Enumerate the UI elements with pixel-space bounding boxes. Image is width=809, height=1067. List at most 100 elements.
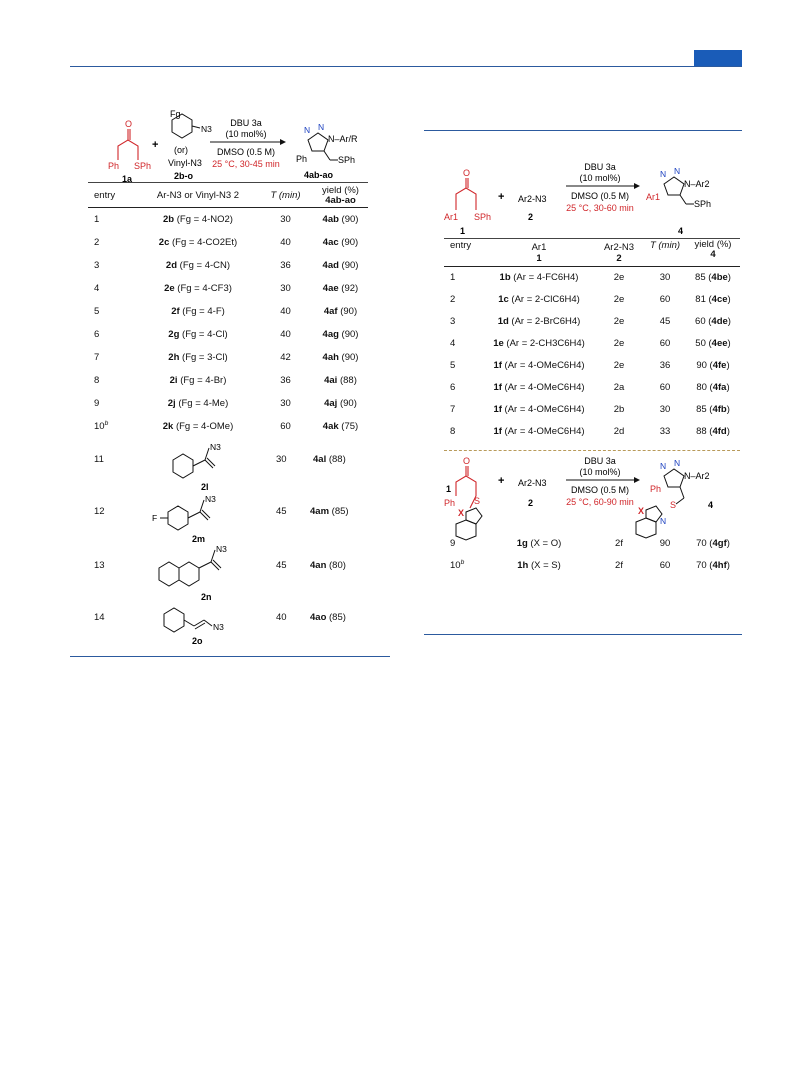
header-yield: yield (%)4ab-ao	[313, 184, 368, 208]
entry-13: 13	[94, 560, 105, 571]
t2-header-time: T (min)	[644, 240, 686, 267]
entry-cell: 8	[94, 375, 100, 386]
entry-cell: 4	[450, 337, 456, 349]
svg-text:Ph: Ph	[444, 498, 455, 508]
azide-cell: 2g (Fg = 4-Cl)	[168, 329, 228, 340]
svg-text:+: +	[498, 475, 504, 487]
time-cell: 33	[659, 425, 671, 437]
svg-text:2: 2	[528, 212, 533, 222]
header-rule	[70, 66, 742, 67]
azide-cell: 2a	[613, 381, 625, 393]
azide-cell: 2j (Fg = 4-Me)	[167, 398, 229, 409]
yield-cell: 90 (4fe)	[696, 359, 730, 371]
svg-text:2n: 2n	[201, 592, 212, 602]
table-row: 6 2g (Fg = 4-Cl) 40 4ag (90)	[88, 323, 368, 346]
svg-text:N3: N3	[213, 622, 224, 632]
yield-cell: 50 (4ee)	[695, 337, 731, 349]
entry-cell: 4	[94, 283, 100, 294]
yield-cell: 4ai (88)	[324, 375, 357, 386]
entry-cell: 1	[450, 271, 456, 283]
time-cell: 36	[280, 260, 291, 271]
time-cell: 30	[659, 403, 671, 415]
time-cell: 60	[659, 293, 671, 305]
x-cell: 1g (X = O)	[516, 537, 562, 549]
svg-text:N: N	[660, 461, 666, 471]
entry-cell: 10b	[450, 558, 465, 572]
svg-text:N: N	[660, 169, 666, 179]
yield-14: 4ao (85)	[310, 612, 346, 623]
yield-cell: 4ac (90)	[322, 237, 359, 248]
svg-text:SPh: SPh	[694, 199, 711, 209]
svg-text:1: 1	[446, 484, 451, 494]
time-cell: 36	[280, 375, 291, 386]
azide-cell: 2b	[613, 403, 625, 415]
ar1-cell: 1f (Ar = 4-OMeC6H4)	[493, 425, 585, 437]
svg-text:(10 mol%): (10 mol%)	[579, 173, 620, 183]
yield-cell: 88 (4fd)	[696, 425, 730, 437]
svg-text:DBU 3a: DBU 3a	[584, 162, 616, 172]
svg-text:N–Ar2: N–Ar2	[684, 471, 710, 481]
catalyst-loading-label: (10 mol%)	[225, 129, 266, 139]
svg-text:4: 4	[678, 226, 683, 236]
table2-header-rule-top	[444, 238, 740, 239]
time-cell: 60	[659, 381, 671, 393]
ar1-cell: 1f (Ar = 4-OMeC6H4)	[493, 403, 585, 415]
yield-cell: 70 (4hf)	[696, 559, 730, 571]
yield-cell: 80 (4fa)	[696, 381, 730, 393]
entry-cell: 6	[94, 329, 100, 340]
entry-14: 14	[94, 612, 105, 623]
svg-text:N: N	[674, 166, 680, 176]
yield-cell: 81 (4ce)	[695, 293, 731, 305]
svg-text:N3: N3	[205, 494, 216, 504]
svg-text:DMSO (0.5 M): DMSO (0.5 M)	[571, 191, 629, 201]
svg-text:(10 mol%): (10 mol%)	[579, 467, 620, 477]
entry-cell: 8	[450, 425, 456, 437]
svg-text:25 °C, 30-60 min: 25 °C, 30-60 min	[566, 203, 634, 213]
svg-text:S: S	[474, 496, 480, 506]
ar1-cell: 1d (Ar = 2-BrC6H4)	[497, 315, 581, 327]
time-cell: 60	[659, 337, 671, 349]
vinyl-azide-label: Vinyl-N3	[168, 158, 202, 168]
or-label: (or)	[174, 145, 188, 155]
time-cell: 40	[280, 329, 291, 340]
yield-cell: 4ag (90)	[322, 329, 359, 340]
svg-text:Ar1: Ar1	[444, 212, 458, 222]
time-cell: 42	[280, 352, 291, 363]
svg-text:N3: N3	[216, 544, 227, 554]
svg-text:DBU 3a: DBU 3a	[584, 456, 616, 466]
yield-13: 4an (80)	[310, 560, 346, 571]
ketone-structure-1a	[117, 129, 139, 160]
svg-text:25 °C, 60-90 min: 25 °C, 60-90 min	[566, 497, 634, 507]
yield-cell: 4aj (90)	[324, 398, 357, 409]
svg-text:Ar2-N3: Ar2-N3	[518, 194, 547, 204]
time-14: 40	[276, 612, 287, 623]
yield-12: 4am (85)	[310, 506, 349, 517]
azide-cell: 2d (Fg = 4-CN)	[165, 260, 231, 271]
time-13: 45	[276, 560, 287, 571]
ar1-cell: 1c (Ar = 2-ClC6H4)	[498, 293, 580, 305]
entry-cell: 3	[94, 260, 100, 271]
table1-grid: entry Ar-N3 or Vinyl-N3 2 T (min) yield …	[88, 184, 368, 438]
time-cell: 30	[659, 271, 671, 283]
aryl-azide-structure	[171, 113, 201, 139]
svg-text:Ph: Ph	[650, 484, 661, 494]
svg-text:+: +	[498, 191, 504, 203]
reagent-label: DBU 3a	[230, 118, 262, 128]
ar1-cell: 1e (Ar = 2-CH3C6H4)	[493, 337, 585, 349]
yield-cell: 85 (4be)	[695, 271, 731, 283]
time-11: 30	[276, 454, 287, 465]
entry-cell: 3	[450, 315, 456, 327]
product-ph-label: Ph	[296, 154, 307, 164]
product-sph-label: SPh	[338, 155, 355, 165]
azide-cell: 2b (Fg = 4-NO2)	[163, 214, 233, 225]
azide-cell: 2e	[613, 293, 625, 305]
svg-text:2: 2	[528, 498, 533, 508]
time-cell: 60	[659, 559, 671, 571]
table1-bottom-rule	[70, 656, 390, 657]
svg-text:N: N	[660, 516, 666, 526]
